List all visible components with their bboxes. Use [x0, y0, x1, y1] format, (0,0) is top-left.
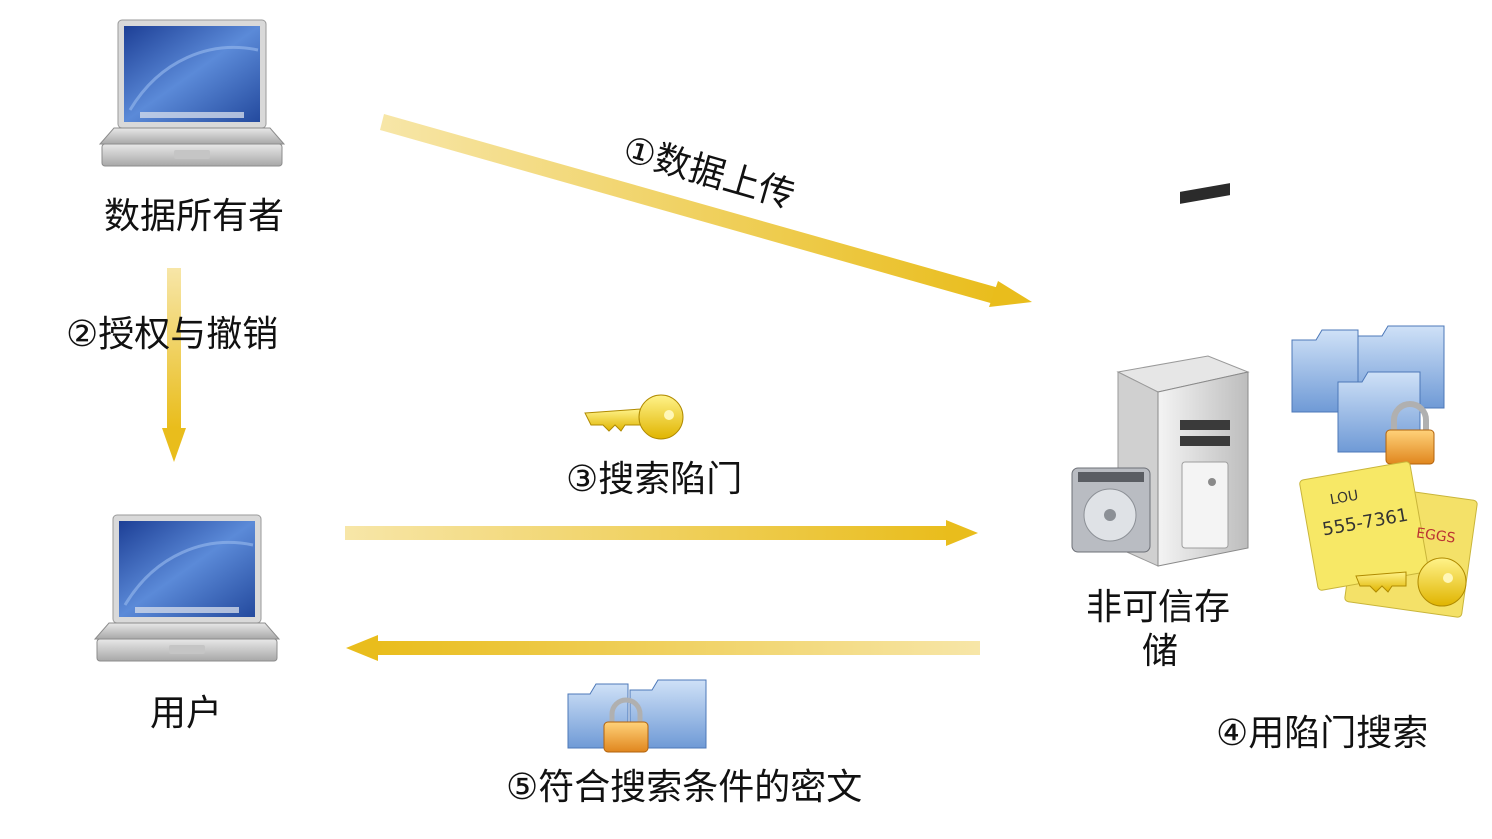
result-step-label: ⑤符合搜索条件的密文: [506, 767, 863, 808]
result-arrow: [346, 635, 980, 661]
storage-label-line2: 储: [1142, 631, 1179, 672]
user-laptop-icon: [93, 514, 281, 662]
encrypted-folders-icon: [1291, 325, 1445, 465]
authorize-arrow: [162, 268, 186, 462]
trapdoor-key-icon: [584, 394, 684, 440]
owner-laptop-icon: [98, 19, 286, 167]
storage-server-icon: [1071, 183, 1250, 567]
sticky-notes-icon: [1299, 461, 1478, 618]
result-folders-icon: [567, 679, 707, 753]
upload-arrow: [380, 114, 1032, 307]
storage-label-line1: 非可信存: [1086, 587, 1231, 628]
authorize-step-label: ②授权与撤销: [66, 314, 279, 355]
owner-label: 数据所有者: [104, 196, 285, 237]
user-label: 用户: [150, 693, 223, 734]
search-step-label: ④用陷门搜索: [1216, 713, 1429, 754]
trapdoor-step-label: ③搜索陷门: [566, 459, 743, 500]
trapdoor-arrow: [345, 520, 978, 546]
